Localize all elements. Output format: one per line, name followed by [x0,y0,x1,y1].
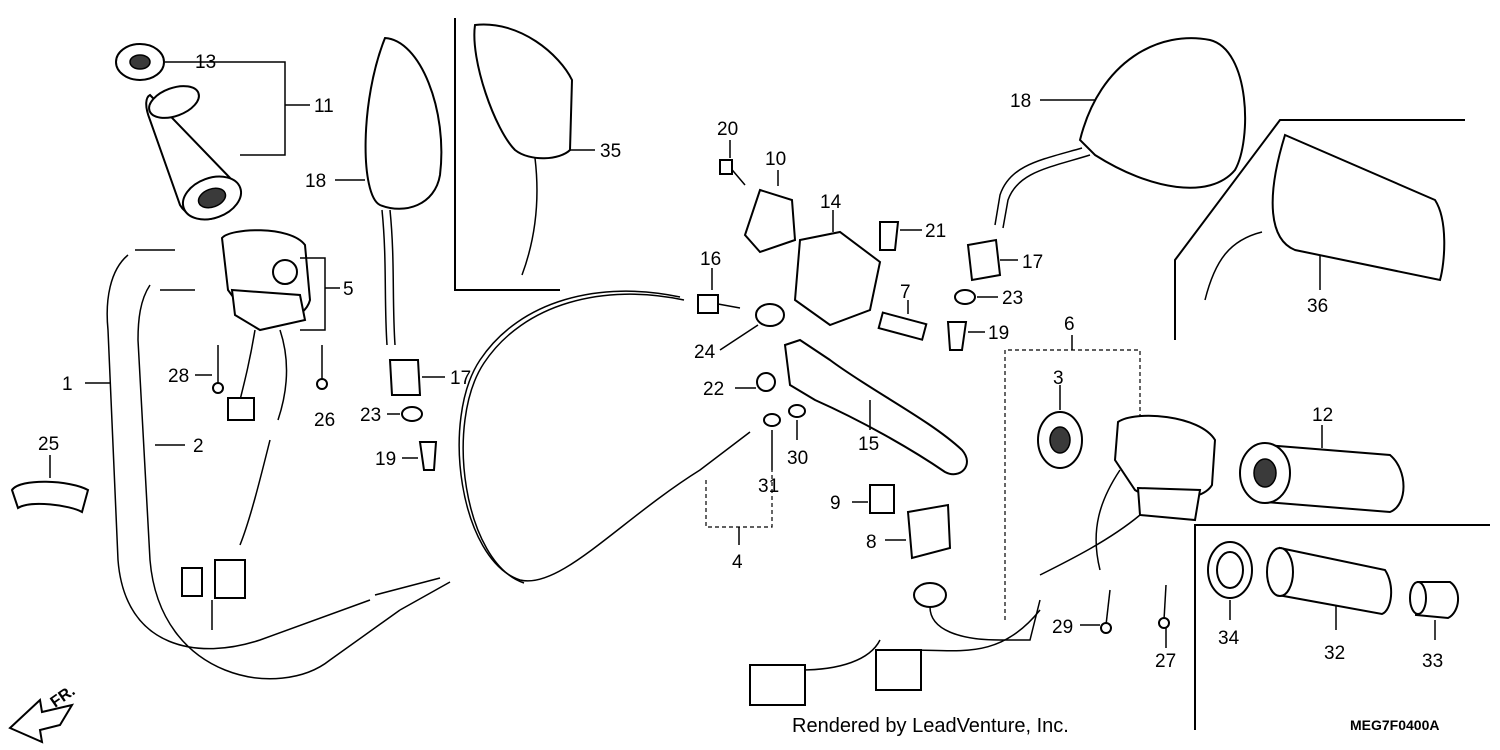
callout-18-left: 18 [305,171,326,192]
grip-end-33 [1409,581,1459,620]
throttle-cables [106,249,451,680]
callout-27: 27 [1155,651,1176,672]
bolt-19-left [418,441,438,471]
callout-8: 8 [866,532,877,553]
left-switch-housing [220,229,312,421]
diagram-code: MEG7F0400A [1350,717,1439,733]
right-switch-housing [1039,414,1217,576]
right-switch-wiring [749,582,1041,706]
footer-credit: Rendered by LeadVenture, Inc. [792,715,1069,737]
alt-mirror-36 [1204,133,1446,301]
callout-33: 33 [1422,651,1443,672]
callout-18-right: 18 [1010,91,1031,112]
callout-5: 5 [343,279,354,300]
ring-3 [1037,411,1083,469]
lever-bracket-14 [793,230,882,327]
screw-27 [1158,584,1170,629]
pin-7 [877,311,928,341]
callout-1: 1 [62,374,73,395]
screw-28 [212,345,224,394]
clutch-cable [458,290,751,584]
callout-17-right: 17 [1022,252,1043,273]
front-direction-arrow [8,697,75,744]
alt-mirror-35 [473,23,574,276]
relay-8 [906,503,952,560]
callout-34: 34 [1218,628,1240,649]
screw-29 [1100,589,1112,634]
callout-3: 3 [1053,368,1064,389]
bolt-20 [719,159,746,186]
screw-21 [879,221,900,251]
nut-30 [788,404,806,418]
callout-16: 16 [700,249,721,270]
callout-14: 14 [820,192,842,213]
throttle-grip-assembly [115,43,243,221]
callout-25: 25 [38,434,59,455]
clamp-10 [743,188,797,254]
callout-30: 30 [787,448,808,469]
callout-2: 2 [193,436,204,457]
callout-17-left: 17 [450,368,471,389]
callout-13: 13 [195,52,216,73]
callout-19-left: 19 [375,449,396,470]
callout-12: 12 [1312,405,1333,426]
callout-32: 32 [1324,643,1345,664]
callout-22: 22 [703,379,724,400]
callout-21: 21 [925,221,946,242]
callout-9: 9 [830,493,841,514]
callout-19-right: 19 [988,323,1009,344]
left-mirror [364,36,443,346]
callout-24: 24 [694,342,716,363]
callout-28: 28 [168,366,189,387]
collar-24 [755,303,785,327]
grip-end-34 [1207,541,1253,599]
mirror-adapter-17-right [966,238,1002,282]
bolt-19-right [946,321,968,351]
callout-4: 4 [732,552,743,573]
callout-20: 20 [717,119,738,140]
screw-26 [316,345,328,390]
clutch-lever-15 [783,338,968,476]
nut-31 [763,413,781,427]
left-switch-wiring [181,439,271,630]
cable-band-25 [10,480,90,514]
callout-10: 10 [765,149,786,170]
connector-9 [869,484,895,514]
grip-32 [1266,546,1393,616]
grip-12 [1239,442,1405,514]
callout-11: 11 [314,96,334,117]
callout-36: 36 [1307,296,1328,317]
callout-29: 29 [1052,617,1073,638]
callout-6: 6 [1064,314,1075,335]
callout-23-left: 23 [360,405,381,426]
direction-label: FR. [48,683,79,712]
bolt-16 [697,294,741,314]
callout-7: 7 [900,282,911,303]
bolt-22 [756,372,776,392]
callout-15: 15 [858,434,879,455]
nut-23-left [401,406,423,422]
right-mirror [994,37,1247,229]
mirror-adapter-17-left [388,359,422,396]
callout-35: 35 [600,141,621,162]
callout-26: 26 [314,410,335,431]
callout-23-right: 23 [1002,288,1023,309]
callout-31: 31 [758,476,779,497]
nut-23-right [954,289,976,305]
